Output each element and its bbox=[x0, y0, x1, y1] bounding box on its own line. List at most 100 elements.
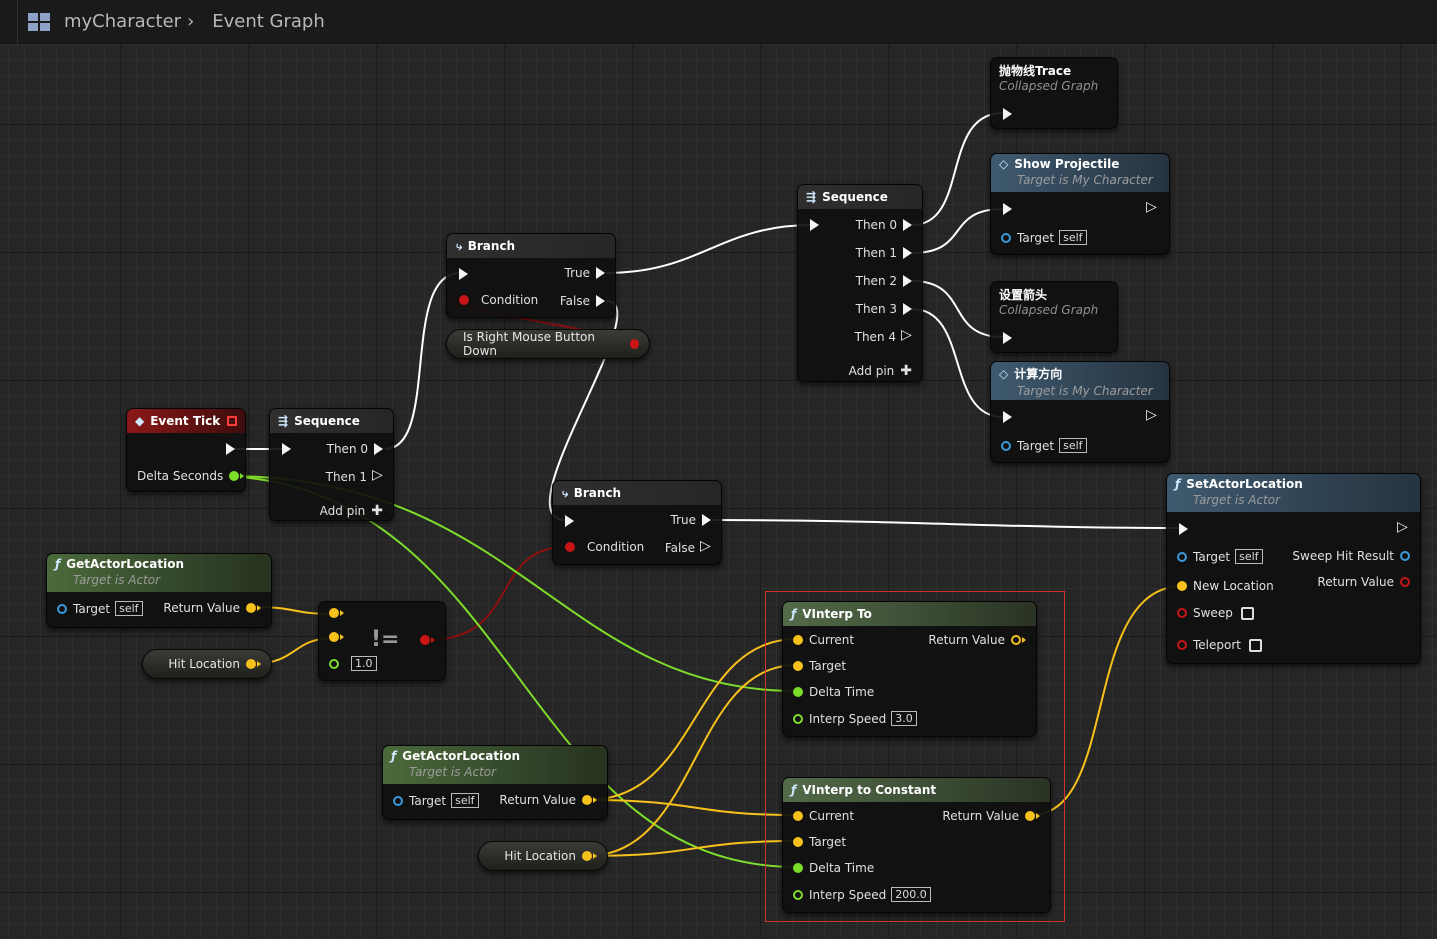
branch-2-true[interactable]: True bbox=[671, 513, 711, 527]
sweep-checkbox[interactable] bbox=[1240, 606, 1254, 620]
sequence-2-then2[interactable]: Then 2 bbox=[856, 274, 912, 288]
not-equal-input-b[interactable] bbox=[329, 632, 344, 642]
vinterp-const-target[interactable]: Target bbox=[793, 835, 846, 849]
branch-1-exec-in[interactable] bbox=[459, 268, 468, 280]
not-equal-tolerance[interactable]: 1.0 bbox=[329, 656, 377, 671]
sequence-2-then3[interactable]: Then 3 bbox=[856, 302, 912, 316]
calc-direction-exec-in[interactable] bbox=[1003, 411, 1012, 423]
event-tick-exec-out[interactable] bbox=[226, 443, 235, 455]
sequence-2-then4[interactable]: Then 4 bbox=[855, 327, 912, 344]
self-box[interactable]: self bbox=[451, 793, 479, 808]
vinterp-to-speed[interactable]: Interp Speed 3.0 bbox=[793, 711, 917, 726]
trace-exec-in[interactable] bbox=[1003, 108, 1012, 120]
branch-1-true[interactable]: True bbox=[565, 266, 605, 280]
interp-speed-input[interactable]: 3.0 bbox=[891, 711, 917, 726]
arrow-exec-in[interactable] bbox=[1003, 332, 1012, 344]
breadcrumb-graph[interactable]: Event Graph bbox=[212, 11, 325, 32]
is-right-mouse-button-down-node[interactable]: Is Right Mouse Button Down bbox=[446, 329, 650, 359]
vinterp-const-delta[interactable]: Delta Time bbox=[793, 861, 874, 875]
sequence-1-exec-in[interactable] bbox=[282, 443, 291, 455]
vinterp-const-return[interactable]: Return Value bbox=[942, 809, 1040, 823]
collapsed-graph-arrow[interactable]: 设置箭头 Collapsed Graph bbox=[990, 281, 1118, 353]
get-actor-location-1-return[interactable]: Return Value bbox=[163, 601, 261, 615]
branch-2-exec-in[interactable] bbox=[565, 515, 574, 527]
sequence-2-then0[interactable]: Then 0 bbox=[856, 218, 912, 232]
self-box[interactable]: self bbox=[1235, 549, 1263, 564]
teleport-checkbox[interactable] bbox=[1249, 638, 1262, 652]
hit-location-node-2[interactable]: Hit Location bbox=[478, 841, 608, 871]
sequence-1-add-pin[interactable]: Add pin✚ bbox=[320, 503, 383, 519]
set-actor-return-value-pin[interactable]: Return Value bbox=[1317, 575, 1410, 589]
sequence-node-2[interactable]: ⇶Sequence Then 0 Then 1 Then 2 Then 3 Th… bbox=[797, 184, 923, 382]
branch-2-condition[interactable]: Condition bbox=[565, 540, 644, 554]
sequence-2-then1[interactable]: Then 1 bbox=[856, 246, 912, 260]
get-actor-location-2-title: GetActorLocation bbox=[402, 749, 520, 763]
sequence-node-1[interactable]: ⇶Sequence Then 0 Then 1 Add pin✚ bbox=[269, 408, 394, 521]
not-equal-input-a[interactable] bbox=[329, 608, 344, 618]
vector-pin-icon[interactable] bbox=[582, 851, 592, 861]
branch-2-false[interactable]: False bbox=[665, 538, 711, 555]
teleport-pin[interactable]: Teleport bbox=[1177, 638, 1262, 652]
target-label: Target bbox=[409, 793, 447, 808]
set-actor-location-exec-out[interactable] bbox=[1397, 519, 1408, 535]
branch-1-false[interactable]: False bbox=[560, 294, 605, 308]
selection-rectangle bbox=[765, 591, 1065, 922]
sequence-1-then1[interactable]: Then 1 bbox=[326, 467, 383, 484]
breadcrumb-blueprint[interactable]: myCharacter bbox=[64, 11, 182, 32]
get-actor-location-2-target[interactable]: Target self bbox=[393, 793, 479, 808]
event-delegate-icon[interactable] bbox=[227, 416, 237, 426]
tolerance-box[interactable]: 1.0 bbox=[351, 656, 377, 671]
get-actor-location-2-return[interactable]: Return Value bbox=[499, 793, 597, 807]
vector-pin-icon[interactable] bbox=[246, 659, 256, 669]
bool-pin-icon[interactable] bbox=[629, 339, 639, 349]
plus-icon[interactable]: ✚ bbox=[371, 503, 383, 519]
not-equal-output[interactable] bbox=[420, 635, 435, 645]
vinterp-to-current[interactable]: Current bbox=[793, 633, 854, 647]
sequence-2-add-pin[interactable]: Add pin✚ bbox=[849, 363, 912, 379]
float-pin-icon[interactable] bbox=[229, 471, 240, 481]
sequence-2-header: ⇶Sequence bbox=[798, 185, 922, 209]
set-actor-location-exec-in[interactable] bbox=[1179, 523, 1188, 535]
show-projectile-exec-in[interactable] bbox=[1003, 203, 1012, 215]
branch-node-2[interactable]: ⤷Branch True Condition False bbox=[552, 480, 722, 565]
calc-direction-exec-out[interactable] bbox=[1146, 407, 1157, 423]
self-box[interactable]: self bbox=[1059, 438, 1087, 453]
collapsed-graph-trace[interactable]: 抛物线Trace Collapsed Graph bbox=[990, 57, 1118, 129]
left-panel-edge[interactable] bbox=[0, 0, 18, 44]
show-projectile-header: ◇Show Projectile Target is My Character bbox=[991, 154, 1169, 192]
show-projectile-exec-out[interactable] bbox=[1146, 199, 1157, 215]
not-equal-node[interactable]: 1.0 != bbox=[318, 601, 446, 681]
vinterp-const-current[interactable]: Current bbox=[793, 809, 854, 823]
interp-speed-input[interactable]: 200.0 bbox=[891, 887, 931, 902]
interp-speed-label: Interp Speed bbox=[809, 711, 887, 726]
show-projectile-node[interactable]: ◇Show Projectile Target is My Character … bbox=[990, 153, 1170, 255]
vinterp-to-target[interactable]: Target bbox=[793, 659, 846, 673]
sweep-hit-result-pin[interactable]: Sweep Hit Result bbox=[1292, 549, 1410, 563]
plus-icon[interactable]: ✚ bbox=[900, 363, 912, 379]
self-box[interactable]: self bbox=[1059, 230, 1087, 245]
branch-1-condition[interactable]: Condition bbox=[459, 293, 538, 307]
vinterp-to-return[interactable]: Return Value bbox=[928, 633, 1026, 647]
self-box[interactable]: self bbox=[115, 601, 143, 616]
vinterp-to-delta[interactable]: Delta Time bbox=[793, 685, 874, 699]
sweep-pin[interactable]: Sweep bbox=[1177, 606, 1254, 620]
get-actor-location-1-subtitle: Target is Actor bbox=[73, 573, 161, 587]
hit-location-node-1[interactable]: Hit Location bbox=[142, 649, 272, 679]
new-location-pin[interactable]: New Location bbox=[1177, 579, 1274, 593]
branch-node-1[interactable]: ⤷Branch True Condition False bbox=[446, 233, 616, 318]
sequence-1-then0[interactable]: Then 0 bbox=[327, 442, 383, 456]
delta-seconds-pin[interactable]: Delta Seconds bbox=[137, 469, 245, 483]
event-tick-node[interactable]: ◆ Event Tick Delta Seconds bbox=[126, 408, 246, 492]
sequence-2-exec-in[interactable] bbox=[810, 219, 819, 231]
